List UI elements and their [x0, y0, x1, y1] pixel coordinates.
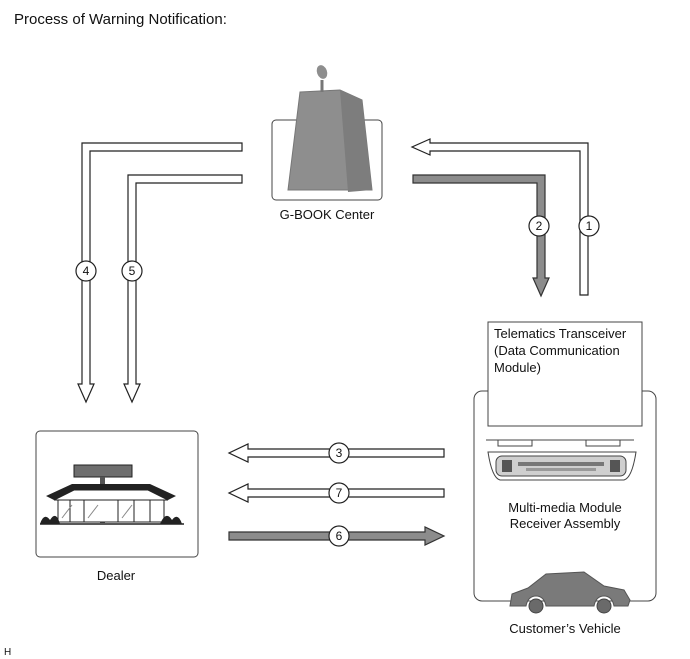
- gbook-center-node: G-BOOK Center: [271, 65, 383, 222]
- dealer-node: Dealer: [35, 430, 199, 583]
- dealer-label: Dealer: [97, 568, 136, 583]
- customer-vehicle-label: Customer’s Vehicle: [509, 621, 621, 636]
- arrow-step-5: [123, 174, 243, 404]
- step-5-marker: 5: [121, 260, 143, 282]
- receiver-label-line-2: Receiver Assembly: [510, 516, 621, 531]
- corner-mark: H: [4, 647, 11, 658]
- telematics-label-line-3: Module): [494, 360, 541, 375]
- telematics-label-line-2: (Data Communication: [494, 343, 620, 358]
- step-1-marker: 1: [578, 215, 600, 237]
- step-6-marker: 6: [328, 525, 350, 547]
- telematics-transceiver-box: [487, 321, 643, 427]
- arrow-step-2: [412, 174, 550, 298]
- step-7-number: 7: [336, 486, 343, 500]
- receiver-dashboard-icon: [486, 439, 637, 481]
- car-icon: [509, 571, 631, 607]
- step-3-number: 3: [336, 446, 343, 460]
- satellite-dish-icon: [316, 65, 328, 92]
- step-2-number: 2: [536, 219, 543, 233]
- step-3-marker: 3: [328, 442, 350, 464]
- step-4-number: 4: [83, 264, 90, 278]
- step-6-number: 6: [336, 529, 343, 543]
- step-4-marker: 4: [75, 260, 97, 282]
- step-7-marker: 7: [328, 482, 350, 504]
- arrow-step-1: [410, 138, 589, 296]
- receiver-label-line-1: Multi-media Module: [508, 500, 621, 515]
- dealer-building-icon: [40, 464, 184, 525]
- step-1-number: 1: [586, 219, 593, 233]
- customer-vehicle-node: Telematics Transceiver (Data Communicati…: [473, 321, 657, 636]
- step-2-marker: 2: [528, 215, 550, 237]
- page-title: Process of Warning Notification:: [14, 11, 227, 28]
- gbook-center-label: G-BOOK Center: [280, 207, 375, 222]
- step-5-number: 5: [129, 264, 136, 278]
- telematics-label-line-1: Telematics Transceiver: [494, 326, 627, 341]
